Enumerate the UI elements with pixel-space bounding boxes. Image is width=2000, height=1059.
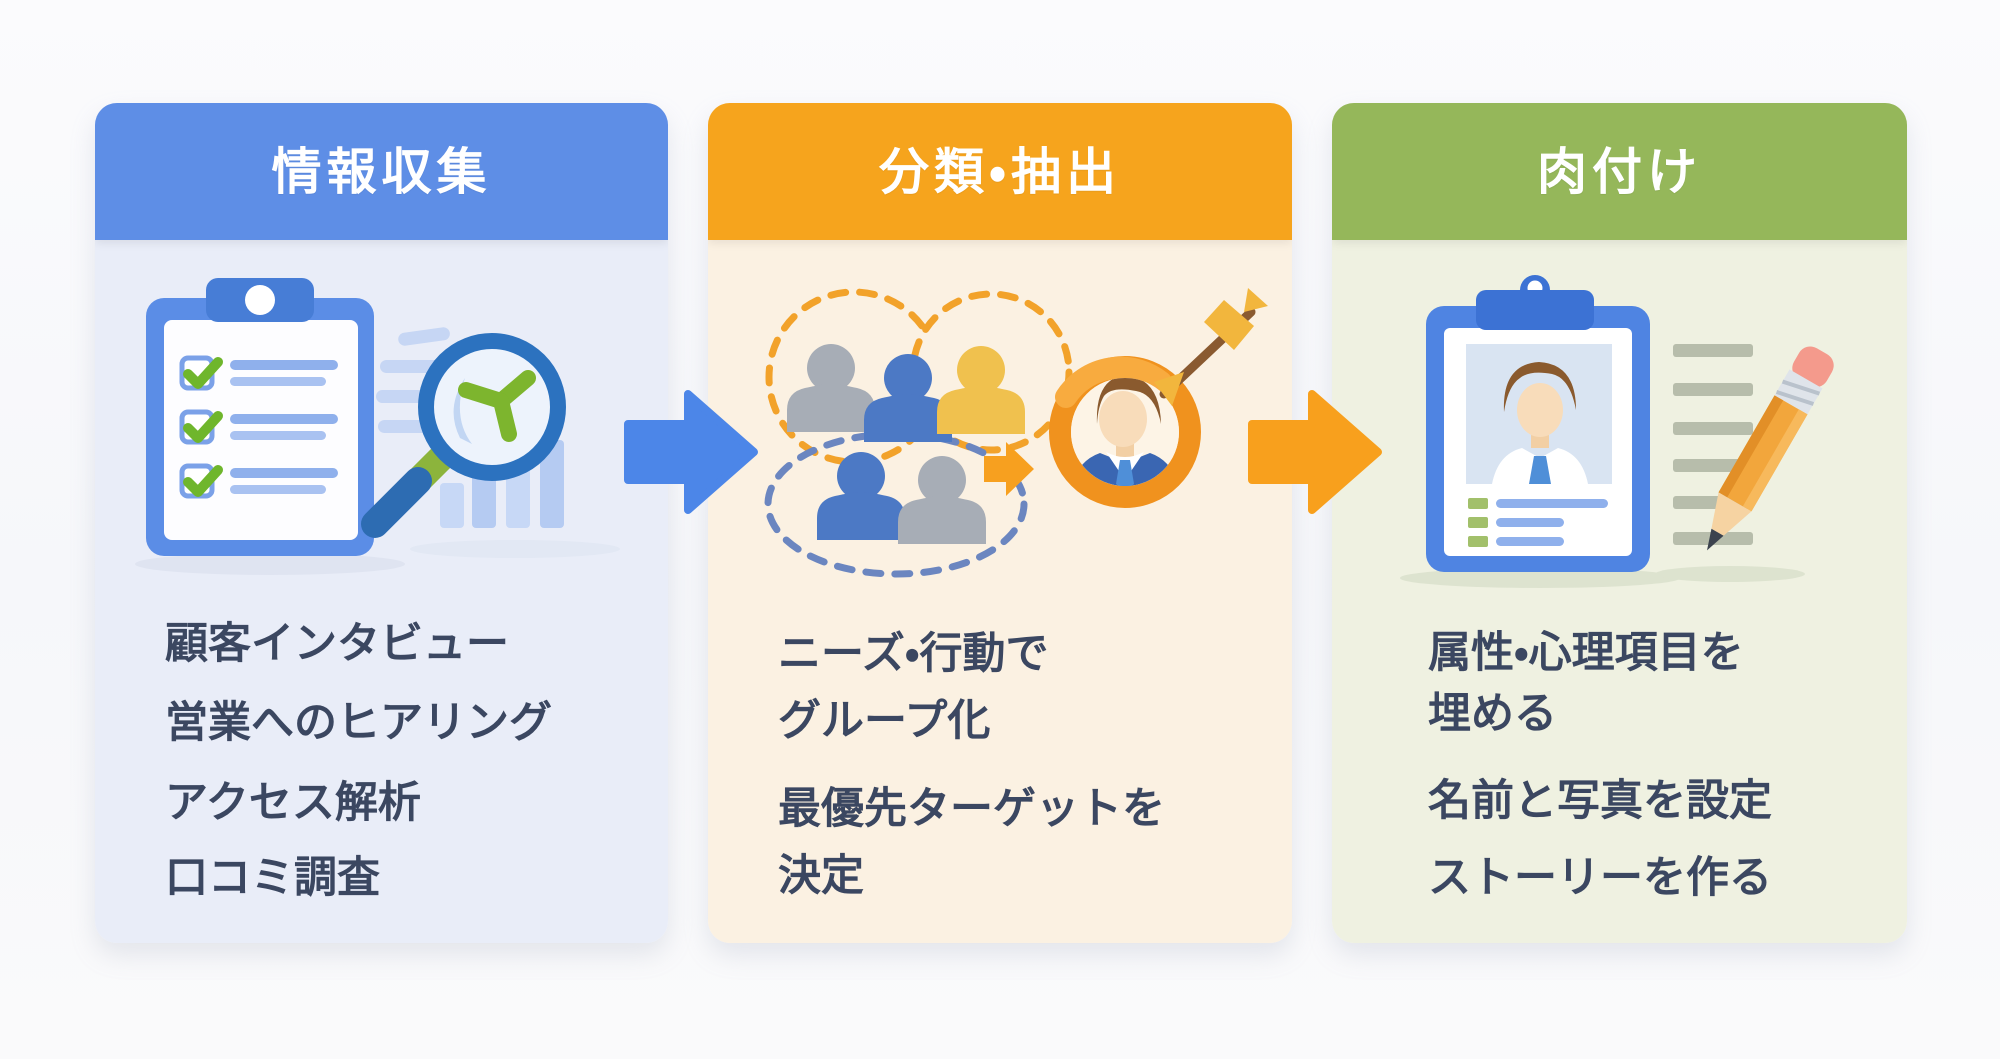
checklist-clipboard-icon (146, 278, 374, 556)
step-3-card: 肉付け (1332, 103, 1907, 943)
step-1-title: 情報収集 (271, 142, 492, 201)
step-2-item: 最優先ターゲットを 決定 (778, 784, 1165, 901)
clipboard-checklist-magnifier-illustration (135, 278, 620, 575)
small-arrow-icon (984, 442, 1034, 496)
persona-grouping-target-illustration (764, 288, 1268, 578)
target-icon (1049, 288, 1268, 508)
y-mark-icon (458, 370, 536, 442)
step-3-header: 肉付け (1332, 103, 1907, 240)
step-1-item: アクセス解析 (165, 778, 421, 828)
step-2-card: 分類・抽出 (708, 103, 1292, 943)
step-3-item: 属性・心理項目を 埋める (1428, 628, 1744, 740)
step-2-header: 分類・抽出 (708, 103, 1292, 240)
step-1-item: 営業へのヒアリング (165, 698, 552, 748)
step-2-item: ニーズ・行動で グループ化 (778, 629, 1049, 746)
step-1-card: 情報収集 (95, 103, 668, 943)
profile-card-pencil-illustration (1400, 275, 1834, 588)
magnifier-icon (361, 333, 566, 538)
floating-lines (376, 327, 450, 433)
bar-chart-icon (440, 440, 564, 528)
step-3-title: 肉付け (1537, 142, 1702, 201)
arrow-step1-to-step2-icon (624, 390, 758, 514)
step-1-header: 情報収集 (95, 103, 668, 240)
step-2-body (708, 103, 1292, 943)
step-3-item: 名前と写真を設定 (1428, 776, 1772, 826)
profile-card-icon (1426, 275, 1650, 572)
step-3-item: ストーリーを作る (1428, 853, 1772, 903)
step-1-item: 顧客インタビュー (165, 619, 509, 669)
step-1-item: 口コミ調査 (165, 853, 380, 903)
profile-photo (1492, 362, 1588, 484)
pencil-icon (1707, 346, 1834, 551)
dart-icon (1154, 288, 1268, 406)
arrow-step2-to-step3-icon (1248, 390, 1382, 514)
step-2-title: 分類・抽出 (879, 142, 1121, 201)
persona-avatar (1071, 378, 1179, 486)
